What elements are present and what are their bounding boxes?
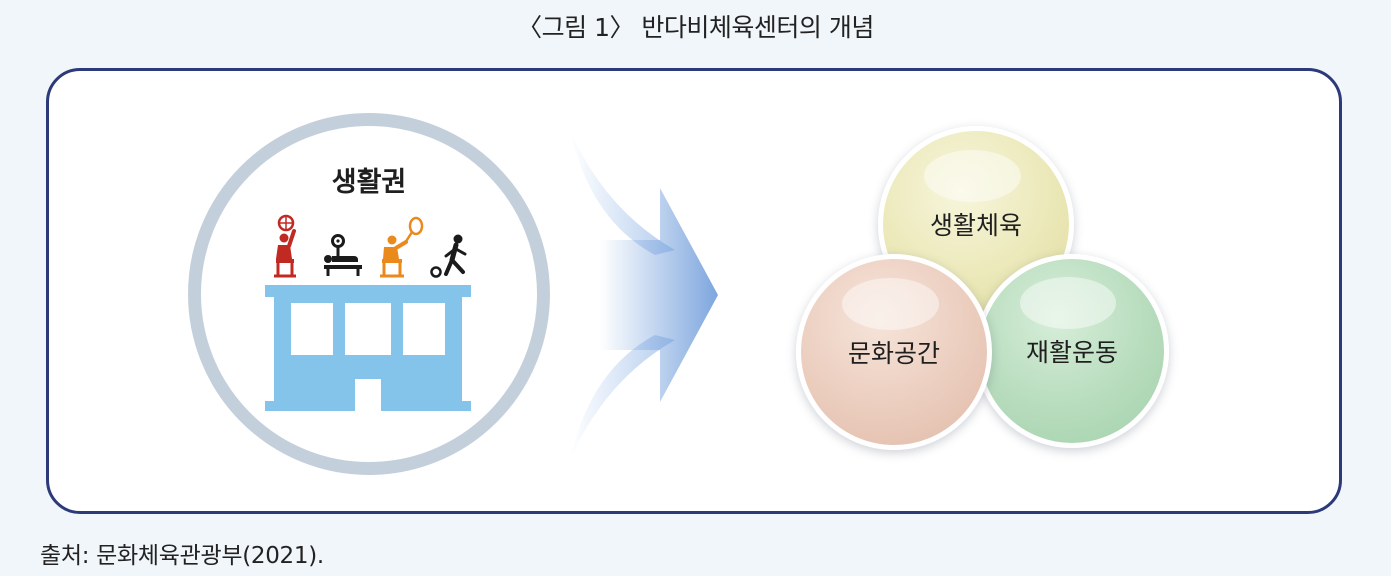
building-door (355, 379, 381, 411)
wheelchair-basketball-icon (274, 214, 296, 278)
building-window (403, 303, 445, 355)
figure-title: 〈그림 1〉 반다비체육센터의 개념 (517, 13, 874, 42)
sports-center-building (265, 285, 471, 411)
concept-label: 생활체육 (929, 211, 1022, 240)
concept-label: 문화공간 (847, 339, 940, 368)
concept-label: 재활운동 (1025, 338, 1118, 367)
building-window (291, 303, 333, 355)
building-window (345, 303, 391, 355)
transition-arrow (570, 130, 718, 460)
concept-bubble-rehab-exercise: 재활운동 (975, 254, 1169, 448)
source-note: 출처: 문화체육관광부(2021). (40, 543, 324, 569)
concept-bubble-sports-for-all: 생활체육 (878, 126, 1074, 322)
concept-bubble-cultural-space: 문화공간 (796, 254, 992, 450)
living-area-label: 생활권 (331, 167, 407, 198)
wheelchair-tennis-icon (380, 216, 424, 278)
bench-press-icon (324, 234, 362, 276)
boccia-player-icon (430, 234, 467, 278)
para-sports-icons (274, 214, 467, 278)
